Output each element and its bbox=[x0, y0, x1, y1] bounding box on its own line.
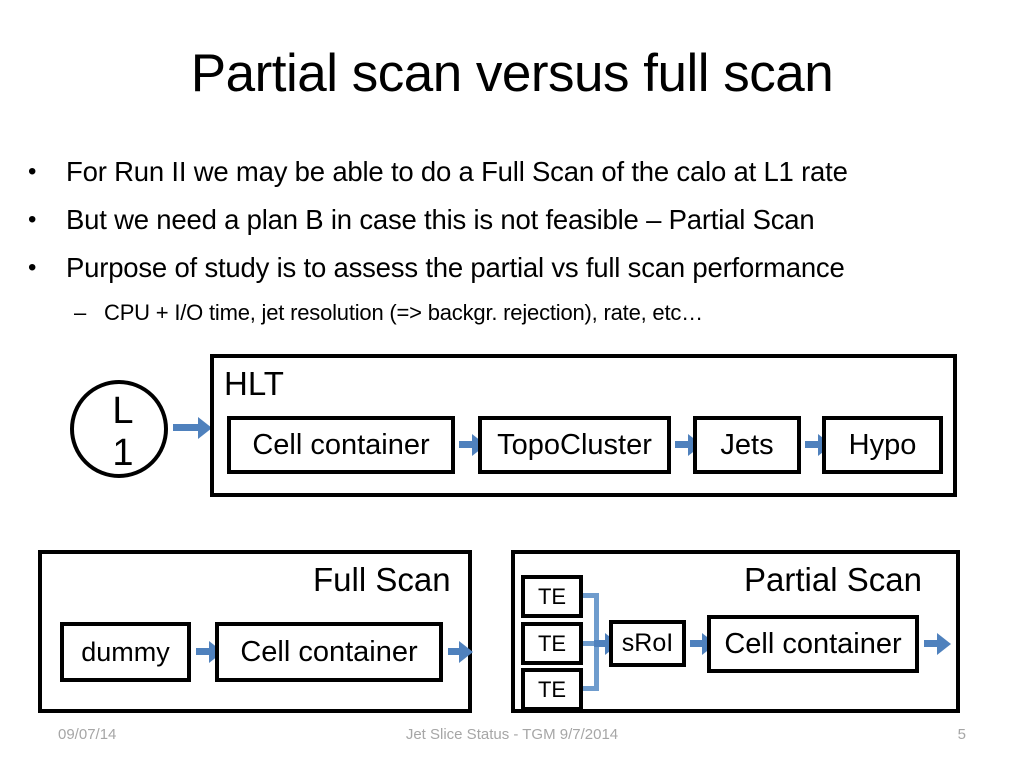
hlt-node-topocluster: TopoCluster bbox=[478, 416, 671, 474]
partial-scan-panel-label: Partial Scan bbox=[744, 561, 922, 598]
bullet-text: Purpose of study is to assess the partia… bbox=[66, 252, 845, 283]
footer-date: 09/07/14 bbox=[58, 726, 117, 743]
hlt-node-jets: Jets bbox=[693, 416, 801, 474]
l1-digit: 1 bbox=[112, 432, 134, 474]
connector-te2-horizontal bbox=[583, 641, 599, 646]
list-item: • But we need a plan B in case this is n… bbox=[28, 196, 1008, 244]
bullet-marker-sub: – bbox=[74, 300, 87, 325]
full-scan-panel-label: Full Scan bbox=[313, 561, 451, 598]
partial-scan-input-te-3: TE bbox=[521, 668, 583, 711]
footer: 09/07/14 Jet Slice Status - TGM 9/7/2014… bbox=[0, 722, 1024, 748]
partial-scan-node-sroi: sRoI bbox=[609, 620, 686, 667]
connector-te3-horizontal bbox=[583, 686, 599, 691]
arrow-topocluster-to-jets bbox=[675, 433, 702, 456]
arrow-l1-to-hlt bbox=[173, 416, 212, 439]
full-scan-node-cell-container: Cell container bbox=[215, 622, 443, 682]
hlt-panel-label: HLT bbox=[224, 365, 284, 402]
page-title: Partial scan versus full scan bbox=[190, 44, 834, 103]
l1-letter: L bbox=[112, 390, 134, 432]
partial-scan-node-cell-container: Cell container bbox=[707, 615, 919, 673]
hlt-node-cell-container: Cell container bbox=[227, 416, 455, 474]
arrow-te-to-sroi bbox=[594, 632, 619, 655]
partial-scan-input-te-2: TE bbox=[521, 622, 583, 665]
bullet-marker: • bbox=[28, 158, 37, 185]
list-item: • Purpose of study is to assess the part… bbox=[28, 244, 1008, 292]
arrow-cell-to-topocluster bbox=[459, 433, 486, 456]
arrow-dummy-to-cell-container bbox=[196, 640, 223, 663]
footer-title: Jet Slice Status - TGM 9/7/2014 bbox=[405, 726, 619, 743]
bullet-text-sub: CPU + I/O time, jet resolution (=> backg… bbox=[104, 300, 703, 325]
full-scan-node-dummy: dummy bbox=[60, 622, 191, 682]
arrow-full-scan-output bbox=[448, 640, 473, 663]
list-item: • For Run II we may be able to do a Full… bbox=[28, 148, 1008, 196]
arrow-sroi-to-cell-container bbox=[690, 632, 716, 655]
footer-page-number: 5 bbox=[957, 726, 966, 743]
bullet-marker: • bbox=[28, 254, 37, 281]
bullet-marker: • bbox=[28, 206, 37, 233]
hlt-node-hypo: Hypo bbox=[822, 416, 943, 474]
bullet-text: But we need a plan B in case this is not… bbox=[66, 204, 815, 235]
connector-te1-horizontal bbox=[583, 593, 599, 598]
bullet-text: For Run II we may be able to do a Full S… bbox=[66, 156, 848, 187]
bullet-list: • For Run II we may be able to do a Full… bbox=[28, 148, 1008, 334]
partial-scan-input-te-1: TE bbox=[521, 575, 583, 618]
arrow-jets-to-hypo bbox=[805, 433, 832, 456]
arrow-partial-scan-output bbox=[924, 632, 951, 655]
l1-node: L 1 bbox=[70, 380, 168, 478]
list-item-sub: – CPU + I/O time, jet resolution (=> bac… bbox=[28, 292, 1008, 334]
